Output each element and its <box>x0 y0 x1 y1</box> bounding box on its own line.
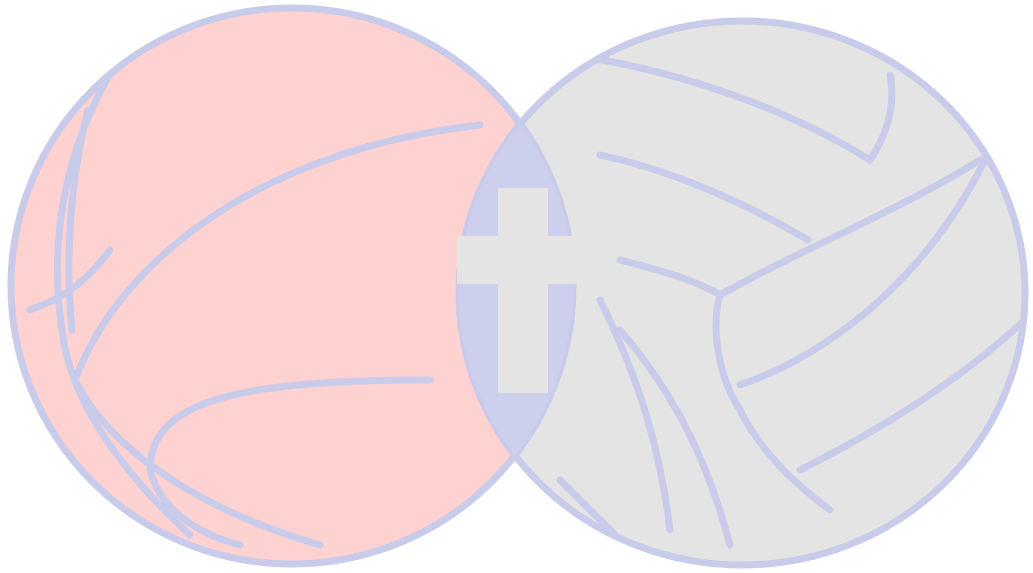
logo-graphic <box>0 0 1033 573</box>
sports-ministry-logo <box>0 0 1033 573</box>
